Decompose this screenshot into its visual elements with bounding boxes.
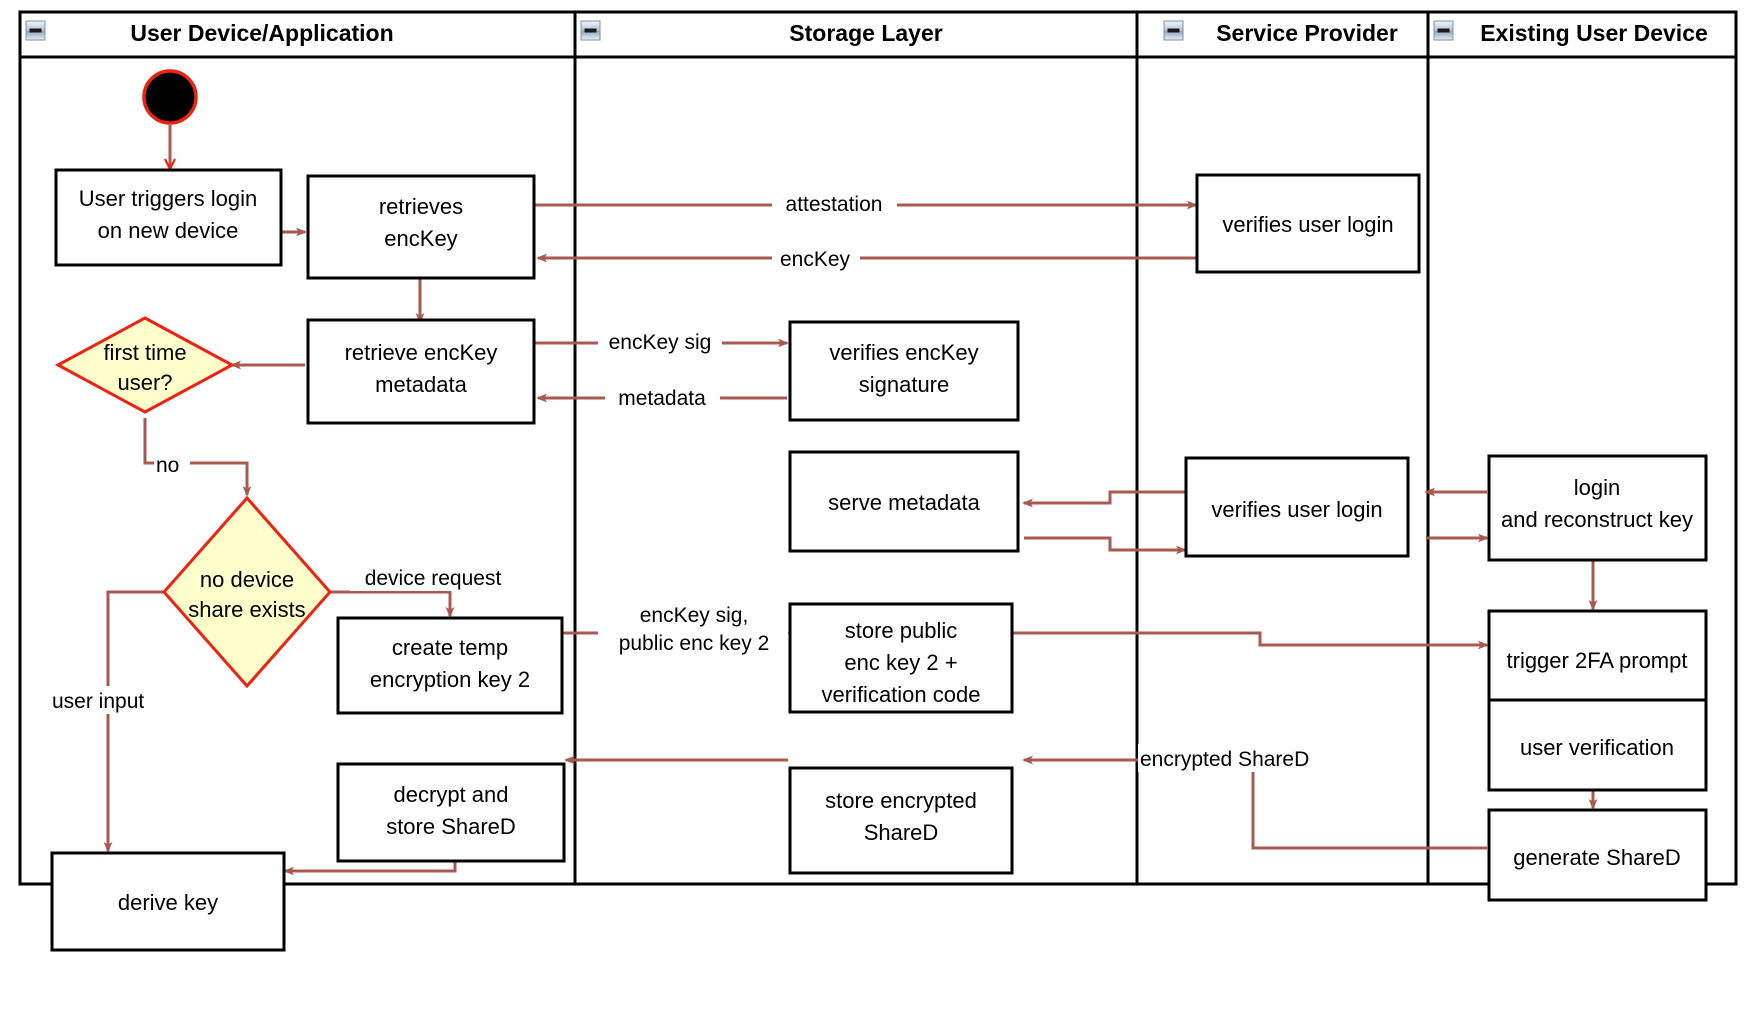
edge-store-public-to-trigger-2fa: [1010, 631, 1489, 650]
node-create-temp-key[interactable]: create temp encryption key 2: [336, 616, 564, 715]
edge-device-request: [330, 590, 455, 618]
node-label-line: generate ShareD: [1513, 845, 1681, 870]
edge-user-input: [103, 590, 164, 853]
edge-label-no: no: [154, 450, 190, 478]
edge-encrypted-shared: [1022, 755, 1487, 850]
edge-label-text: encKey sig,: [640, 604, 749, 627]
node-store-public-key[interactable]: store public enc key 2 + verification co…: [788, 602, 1014, 714]
node-label-line: and reconstruct key: [1501, 507, 1693, 532]
lane-title: Existing User Device: [1480, 20, 1708, 46]
edge-label-enckey-sig-public-key2: encKey sig, public enc key 2: [598, 600, 788, 658]
edge-serve-metadata-in: [1022, 490, 1185, 508]
start-node: [142, 69, 198, 125]
node-label-line: login: [1574, 475, 1620, 500]
node-label-line: store encrypted: [825, 788, 977, 813]
node-label-line: User triggers login: [79, 186, 258, 211]
node-label-line: retrieves: [379, 194, 463, 219]
node-label-line: derive key: [118, 890, 218, 915]
node-label-line: trigger 2FA prompt: [1507, 648, 1688, 673]
node-first-time-user[interactable]: first time user?: [54, 316, 236, 414]
collapse-minus-icon[interactable]: [580, 20, 601, 41]
collapse-minus-icon[interactable]: [1433, 20, 1454, 41]
lane-header-service-provider: Service Provider: [1163, 20, 1398, 46]
edge-label-text: attestation: [786, 193, 883, 216]
edge-label-text: metadata: [618, 387, 706, 410]
node-label-line: user verification: [1520, 735, 1674, 760]
swimlane-frame: [18, 10, 1738, 886]
node-user-verification[interactable]: user verification: [1487, 698, 1708, 792]
node-label-line: store public: [845, 618, 958, 643]
node-label-line: first time: [103, 340, 186, 365]
node-store-encrypted-shared[interactable]: store encrypted ShareD: [788, 766, 1014, 875]
edge-serve-metadata-out: [1024, 536, 1187, 555]
node-serve-metadata[interactable]: serve metadata: [788, 450, 1020, 553]
edge-label-text: encKey sig: [609, 331, 712, 354]
node-generate-shared[interactable]: generate ShareD: [1487, 808, 1708, 902]
node-label-line: verifies user login: [1211, 497, 1382, 522]
node-verifies-user-login-mid[interactable]: verifies user login: [1184, 456, 1410, 558]
lane-title: User Device/Application: [130, 20, 393, 46]
node-retrieves-enckey[interactable]: retrieves encKey: [306, 174, 536, 280]
node-derive-key[interactable]: derive key: [50, 851, 286, 952]
node-verifies-enckey-signature[interactable]: verifies encKey signature: [788, 320, 1020, 422]
node-label-line: ShareD: [864, 820, 939, 845]
node-label-line: serve metadata: [828, 490, 980, 515]
edge-label-device-request: device request: [350, 563, 516, 591]
edge-label-text: user input: [52, 690, 144, 713]
node-label-line: metadata: [375, 372, 467, 397]
node-no-device-share-exists[interactable]: no device share exists: [161, 495, 333, 689]
lane-header-user-device: User Device/Application: [25, 20, 394, 46]
edge-label-text: encKey: [780, 248, 851, 271]
node-retrieve-enckey-metadata[interactable]: retrieve encKey metadata: [306, 318, 536, 425]
node-login-reconstruct-key[interactable]: login and reconstruct key: [1487, 454, 1708, 562]
lane-title: Storage Layer: [789, 20, 942, 46]
node-label-line: on new device: [98, 218, 239, 243]
node-label-line: share exists: [188, 597, 305, 622]
node-label-line: encryption key 2: [370, 667, 530, 692]
node-label-line: encKey: [384, 226, 457, 251]
edge-label-text: public enc key 2: [619, 632, 770, 655]
edge-no-branch: [143, 418, 252, 497]
edge-label-enckey: encKey: [772, 244, 860, 272]
node-label-line: retrieve encKey: [345, 340, 498, 365]
node-trigger-2fa[interactable]: trigger 2FA prompt: [1487, 609, 1708, 710]
lane-title: Service Provider: [1216, 20, 1398, 46]
collapse-minus-icon[interactable]: [25, 20, 46, 41]
node-label-line: signature: [859, 372, 950, 397]
node-label-line: store ShareD: [386, 814, 516, 839]
node-label-line: verifies encKey: [829, 340, 978, 365]
node-label-line: verification code: [822, 682, 981, 707]
node-label-line: enc key 2 +: [844, 650, 957, 675]
edge-label-text: encrypted ShareD: [1140, 748, 1309, 771]
edge-label-encrypted-shared: encrypted ShareD: [1138, 744, 1334, 772]
node-verifies-user-login-top[interactable]: verifies user login: [1195, 173, 1421, 274]
edge-label-metadata: metadata: [605, 383, 720, 411]
node-label-line: no device: [200, 567, 294, 592]
edge-label-attestation: attestation: [772, 189, 897, 217]
node-label-line: create temp: [392, 635, 508, 660]
edge-label-text: no: [156, 454, 179, 477]
edge-label-user-input: user input: [48, 686, 170, 714]
node-decrypt-store-shared[interactable]: decrypt and store ShareD: [336, 762, 566, 863]
lane-header-existing-device: Existing User Device: [1433, 20, 1708, 46]
edge-label-text: device request: [365, 567, 502, 590]
node-user-triggers-login[interactable]: User triggers login on new device: [54, 168, 283, 267]
node-label-line: decrypt and: [394, 782, 509, 807]
lane-header-storage: Storage Layer: [580, 20, 943, 46]
edge-label-enckey-sig: encKey sig: [598, 327, 722, 355]
node-label-line: verifies user login: [1222, 212, 1393, 237]
collapse-minus-icon[interactable]: [1163, 20, 1184, 41]
node-label-line: user?: [117, 370, 172, 395]
